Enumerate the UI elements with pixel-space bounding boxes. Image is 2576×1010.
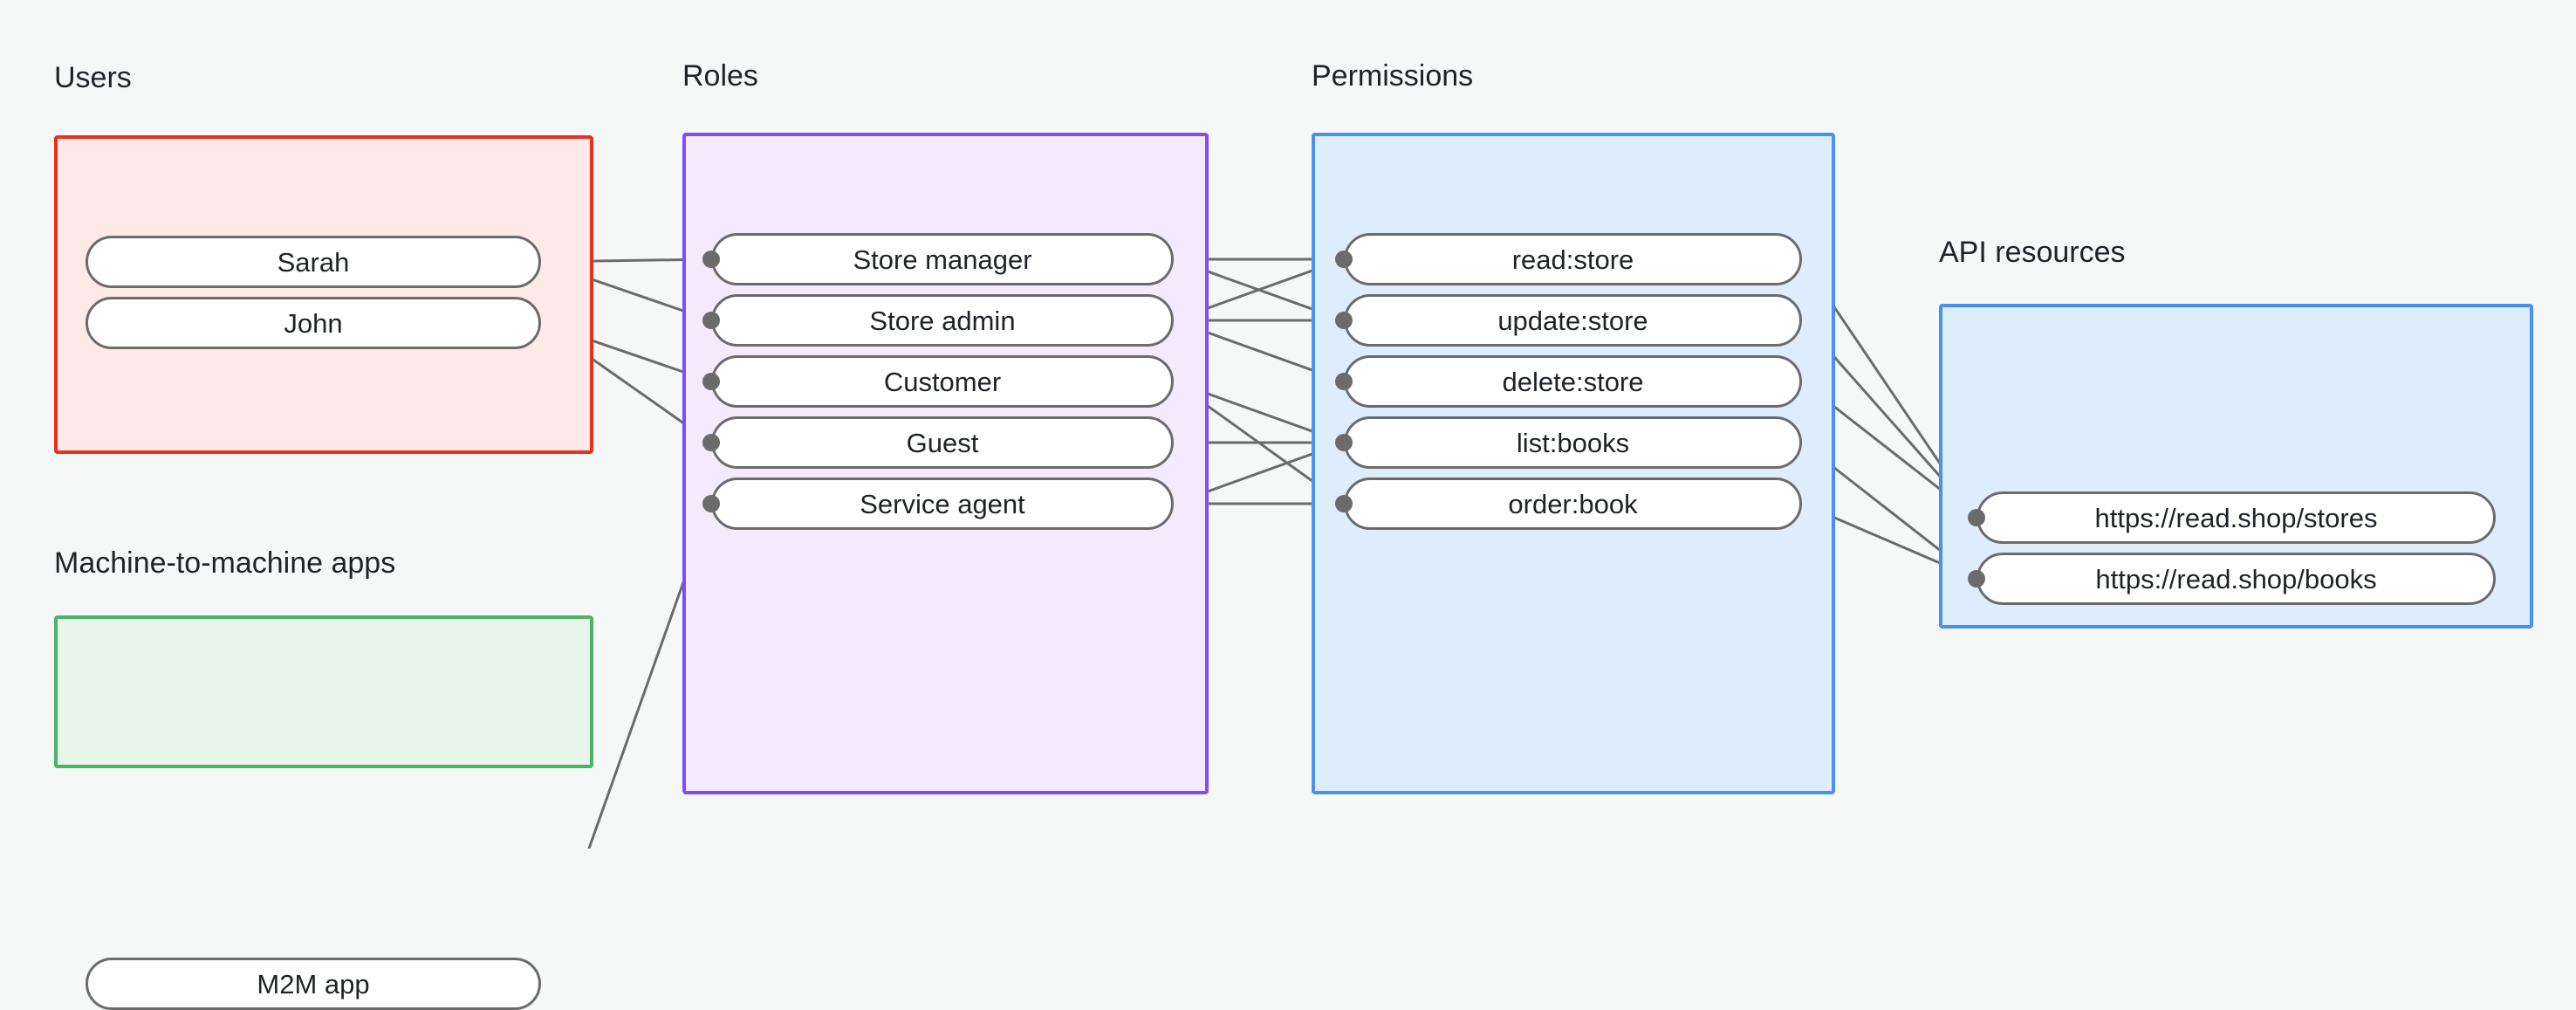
group-label-roles: Roles bbox=[682, 59, 758, 93]
node-read-shop-books[interactable]: https://read.shop/books bbox=[1977, 553, 2496, 605]
group-box-m2m bbox=[54, 615, 593, 768]
port-dot-store-manager[interactable] bbox=[702, 251, 720, 268]
port-dot-read-shop-books[interactable] bbox=[1968, 570, 1985, 587]
port-dot-guest[interactable] bbox=[702, 434, 720, 451]
node-john[interactable]: John bbox=[86, 297, 541, 349]
port-dot-delete-store[interactable] bbox=[1335, 373, 1353, 390]
node-m2m-app[interactable]: M2M app bbox=[86, 958, 541, 1010]
group-label-m2m: Machine-to-machine apps bbox=[54, 546, 396, 580]
node-read-shop-stores[interactable]: https://read.shop/stores bbox=[1977, 491, 2496, 544]
port-dot-list-books[interactable] bbox=[1335, 434, 1353, 451]
node-sarah[interactable]: Sarah bbox=[86, 236, 541, 288]
port-dot-update-store[interactable] bbox=[1335, 312, 1353, 329]
node-read-store[interactable]: read:store bbox=[1344, 233, 1802, 285]
group-label-api-resources: API resources bbox=[1939, 236, 2126, 269]
group-label-users: Users bbox=[54, 61, 132, 94]
node-list-books[interactable]: list:books bbox=[1344, 416, 1802, 469]
node-order-book[interactable]: order:book bbox=[1344, 478, 1802, 530]
port-dot-store-admin[interactable] bbox=[702, 312, 720, 329]
port-dot-read-store[interactable] bbox=[1335, 251, 1353, 268]
node-update-store[interactable]: update:store bbox=[1344, 294, 1802, 347]
group-box-users bbox=[54, 135, 593, 454]
port-dot-order-book[interactable] bbox=[1335, 495, 1353, 512]
node-customer[interactable]: Customer bbox=[711, 355, 1174, 408]
group-label-permissions: Permissions bbox=[1312, 59, 1474, 93]
node-service-agent[interactable]: Service agent bbox=[711, 478, 1174, 530]
port-dot-customer[interactable] bbox=[702, 373, 720, 390]
node-delete-store[interactable]: delete:store bbox=[1344, 355, 1802, 408]
port-dot-service-agent[interactable] bbox=[702, 495, 720, 512]
node-store-manager[interactable]: Store manager bbox=[711, 233, 1174, 285]
port-dot-read-shop-stores[interactable] bbox=[1968, 509, 1985, 526]
node-store-admin[interactable]: Store admin bbox=[711, 294, 1174, 347]
node-guest[interactable]: Guest bbox=[711, 416, 1174, 469]
